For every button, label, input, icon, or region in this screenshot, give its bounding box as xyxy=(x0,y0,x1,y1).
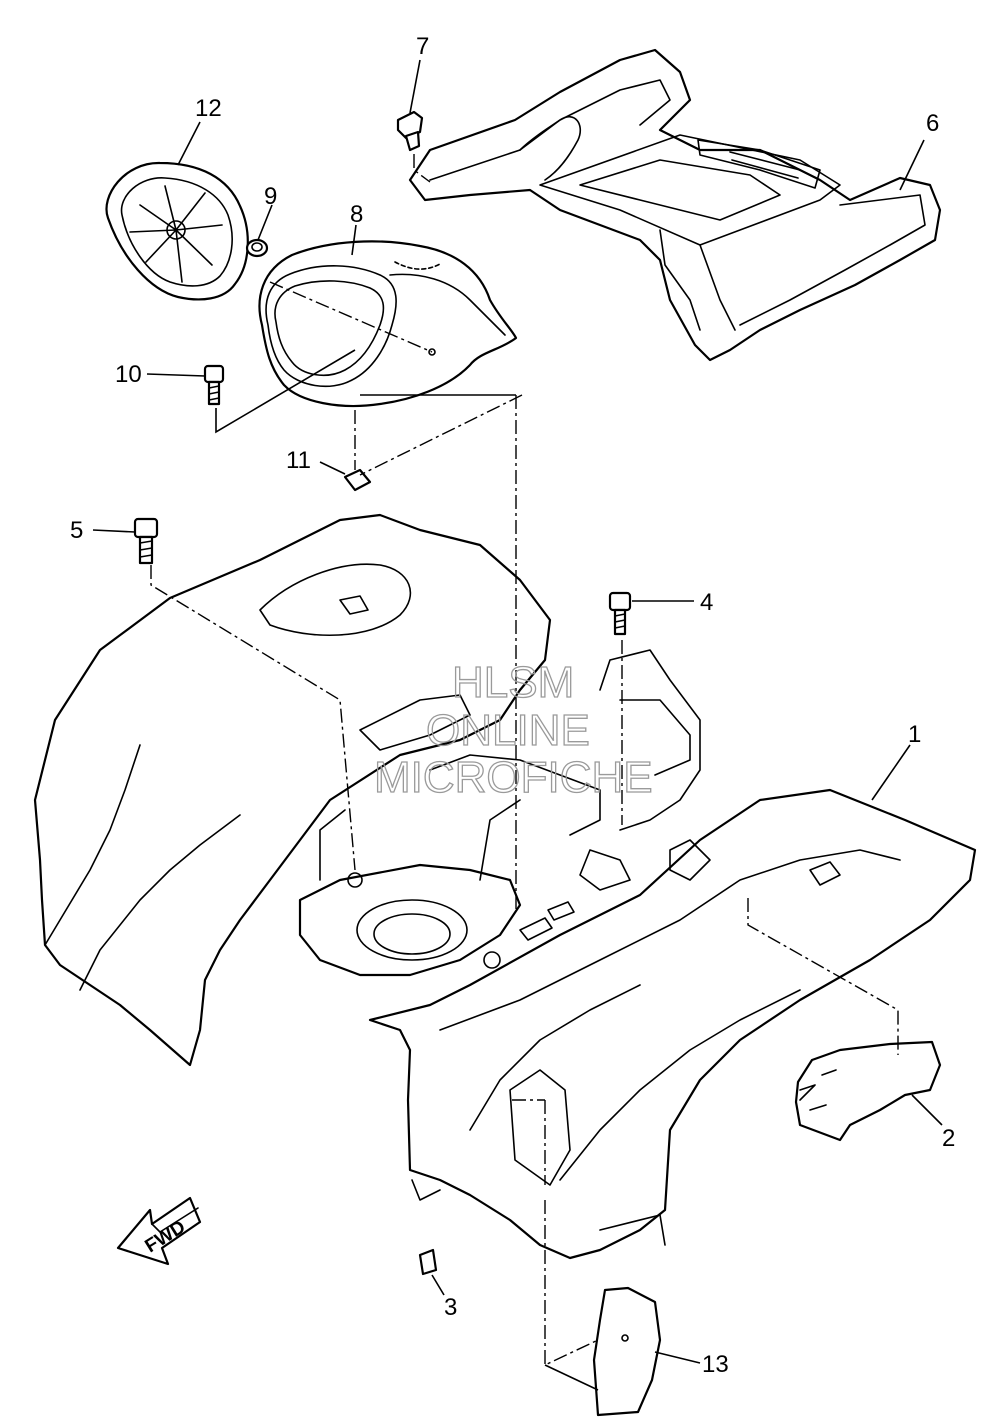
part-7-rivet xyxy=(396,110,424,152)
callout-1: 1 xyxy=(908,721,921,748)
callout-2: 2 xyxy=(942,1125,955,1152)
callout-12: 12 xyxy=(195,95,222,122)
callout-8: 8 xyxy=(350,201,363,228)
part-13-flap xyxy=(592,1286,662,1417)
assembly-lines xyxy=(150,154,899,1391)
part-1-rear-fender xyxy=(33,513,977,1260)
part-6-rear-carrier xyxy=(408,48,942,362)
callout-7: 7 xyxy=(416,33,429,60)
part-9-grommet xyxy=(245,238,269,258)
watermark-line-3: MICROFICHE xyxy=(374,753,653,802)
callout-6: 6 xyxy=(926,110,939,137)
part-5-bolt xyxy=(133,517,159,565)
callout-5: 5 xyxy=(70,517,83,544)
part-12-vent-cover xyxy=(105,161,249,301)
part-3-clip-nut xyxy=(418,1248,438,1276)
callout-4: 4 xyxy=(700,589,713,616)
callout-leaders xyxy=(92,59,943,1364)
part-4-bolt xyxy=(608,591,632,636)
part-10-bolt xyxy=(203,364,225,406)
callout-9: 9 xyxy=(264,183,277,210)
callout-labels: 1 2 3 4 5 6 7 8 9 10 11 12 13 xyxy=(70,33,955,1378)
watermark-line-2: ONLINE xyxy=(426,706,590,755)
part-11-clip-nut xyxy=(343,468,372,492)
part-8-storage-box xyxy=(258,240,518,408)
watermark-line-1: HLSM xyxy=(452,658,574,707)
callout-3: 3 xyxy=(444,1294,457,1321)
watermark: HLSM ONLINE MICROFICHE xyxy=(373,657,653,802)
fwd-direction-arrow: FWD xyxy=(116,1196,202,1266)
callout-10: 10 xyxy=(115,361,142,388)
part-2-mud-flap xyxy=(794,1040,942,1142)
callout-11: 11 xyxy=(286,447,311,474)
callout-13: 13 xyxy=(702,1351,729,1378)
